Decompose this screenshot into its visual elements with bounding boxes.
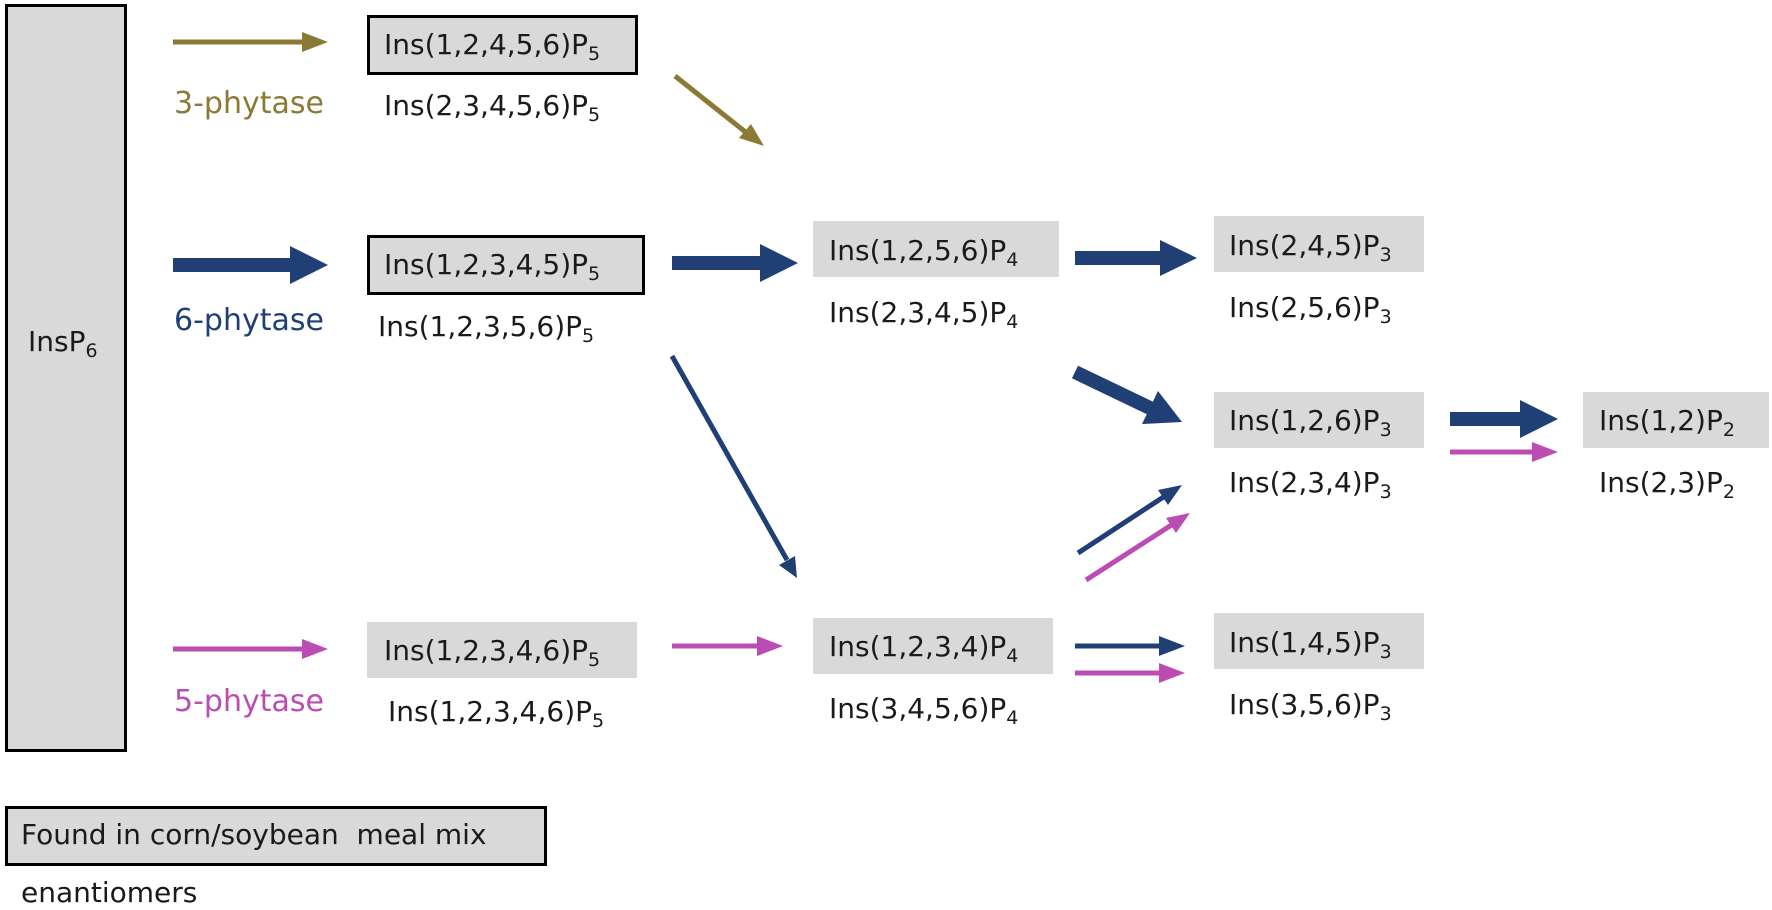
legend-found-box: [5, 806, 547, 866]
p3-a1-box: [1214, 216, 1424, 272]
label-6-phytase: 6-phytase: [174, 303, 324, 338]
label-5-phytase: 5-phytase: [174, 684, 324, 719]
arrow-p4b-to-p3b-navy: [1076, 485, 1182, 556]
p5-a1-box: [367, 15, 638, 75]
p3-a1-label: Ins(2,4,5)P3: [1229, 229, 1392, 266]
p4-b1-label: Ins(1,2,3,4)P4: [829, 630, 1019, 667]
p4-a1-label: Ins(1,2,5,6)P4: [829, 234, 1019, 271]
arrow-p5b-to-p4a: [672, 244, 798, 282]
insp6-label: InsP6: [28, 325, 98, 362]
p2-a1-box: [1583, 392, 1769, 448]
arrow-p4b-to-p3b-magenta: [1084, 513, 1190, 583]
p5-a1-label: Ins(1,2,4,5,6)P5: [384, 28, 601, 65]
p5-c1-box: [367, 622, 637, 678]
arrow-p5a-to-p4a: [673, 74, 764, 146]
arrow-p5b-to-p4b: [669, 354, 797, 578]
arrow-p5c-to-p4b: [672, 636, 783, 656]
p5-b1-box: [367, 235, 645, 295]
p3-c2-label: Ins(3,5,6)P3: [1229, 688, 1392, 725]
p3-c1-label: Ins(1,4,5)P3: [1229, 626, 1392, 663]
arrow-p4b-to-p3c-navy: [1075, 636, 1185, 656]
label-3-phytase: 3-phytase: [174, 86, 324, 121]
p5-a2-label: Ins(2,3,4,5,6)P5: [384, 89, 601, 126]
arrow-5-phytase: [173, 639, 328, 659]
p5-c2-label: Ins(1,2,3,4,6)P5: [388, 695, 605, 732]
arrow-3-phytase: [173, 32, 328, 52]
arrow-p4a-to-p3a: [1075, 240, 1197, 276]
insp6-box: [5, 4, 127, 752]
p2-a2-label: Ins(2,3)P2: [1599, 466, 1735, 503]
p4-a1-box: [813, 221, 1059, 277]
p5-b1-label: Ins(1,2,3,4,5)P5: [384, 248, 601, 285]
p5-c1-label: Ins(1,2,3,4,6)P5: [384, 634, 601, 671]
p3-b1-label: Ins(1,2,6)P3: [1229, 404, 1392, 441]
arrow-p4b-to-p3c-magenta: [1075, 663, 1185, 683]
legend-enantiomers-label: enantiomers: [21, 876, 198, 909]
p3-b2-label: Ins(2,3,4)P3: [1229, 466, 1392, 503]
legend-found-label: Found in corn/soybean meal mix: [21, 818, 487, 851]
p2-a1-label: Ins(1,2)P2: [1599, 404, 1735, 441]
p4-a2-label: Ins(2,3,4,5)P4: [829, 296, 1019, 333]
arrow-6-phytase: [173, 246, 328, 284]
p3-c1-box: [1214, 613, 1424, 669]
p3-a2-label: Ins(2,5,6)P3: [1229, 291, 1392, 328]
arrow-p4a-to-p3b: [1071, 365, 1182, 424]
arrow-p3b-to-p2-magenta: [1450, 442, 1558, 462]
p4-b1-box: [813, 618, 1053, 674]
p4-b2-label: Ins(3,4,5,6)P4: [829, 692, 1019, 729]
p5-b2-label: Ins(1,2,3,5,6)P5: [378, 310, 595, 347]
arrow-p3b-to-p2-navy: [1450, 400, 1558, 438]
p3-b1-box: [1214, 392, 1424, 448]
